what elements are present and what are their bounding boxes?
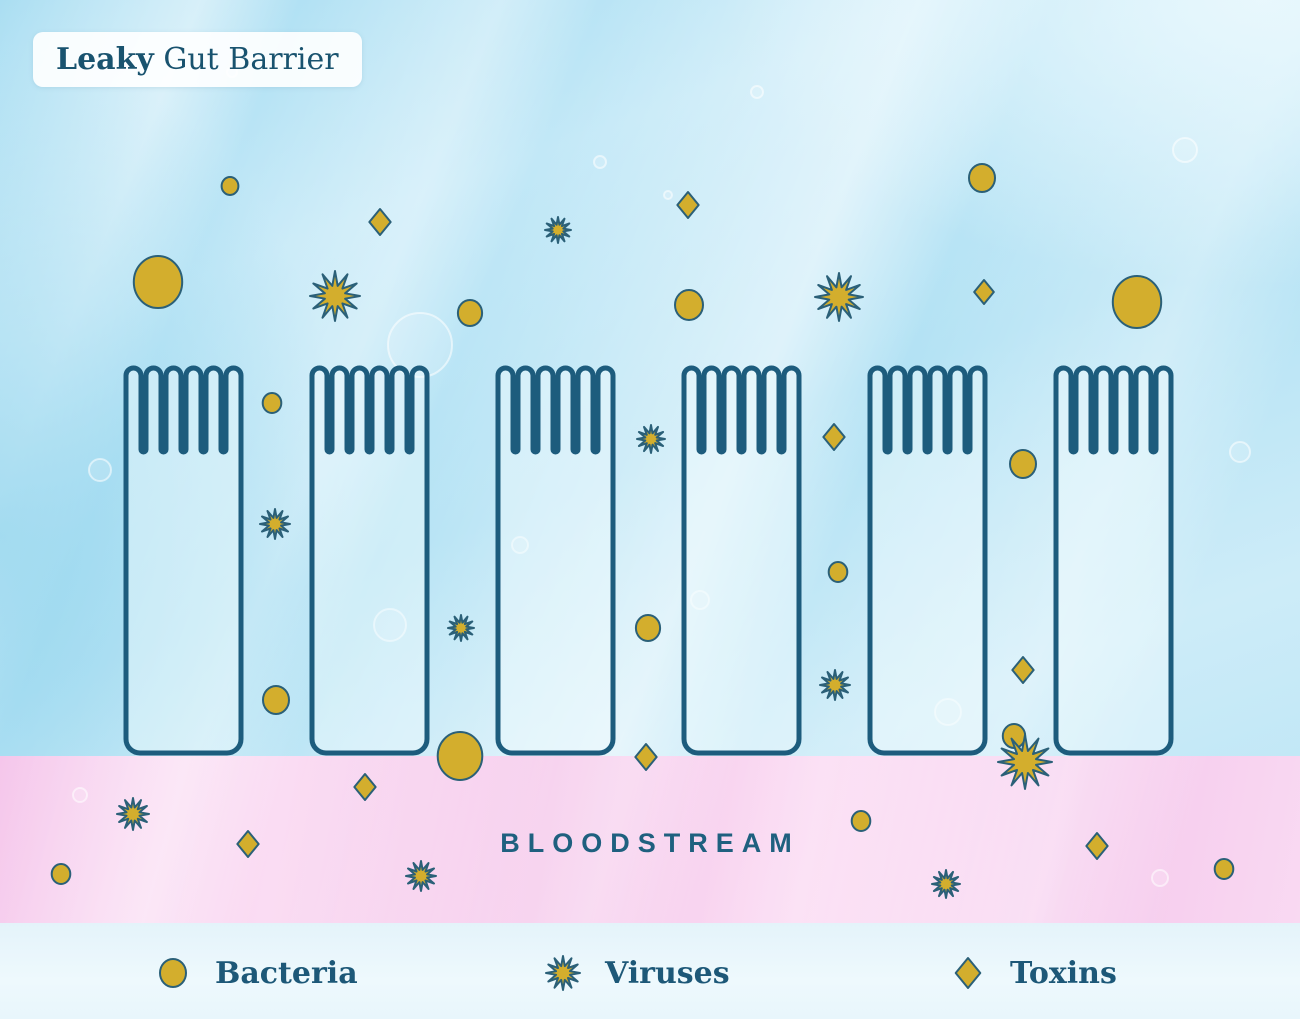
legend-label-bacteria: Bacteria (215, 955, 358, 991)
epithelial-cell (309, 365, 430, 756)
legend-item-toxins: Toxins (945, 944, 1117, 1002)
bloodstream-label: BLOODSTREAM (500, 828, 800, 858)
epithelial-cell (123, 365, 244, 756)
virus-icon (545, 955, 581, 991)
bacteria-particle (968, 163, 996, 193)
epithelial-cell (867, 365, 988, 756)
virus-particle (309, 270, 361, 322)
bacteria-particle (674, 289, 704, 321)
bacteria-particle (850, 810, 872, 832)
bacteria-particle (634, 614, 662, 642)
bacteria-particle (1111, 275, 1163, 329)
virus-particle (545, 955, 581, 991)
toxin-icon (954, 957, 982, 989)
bacteria-particle (1009, 449, 1037, 479)
bacteria-particle (262, 685, 290, 715)
toxin-particle (1085, 832, 1109, 860)
bubble-texture (1172, 137, 1198, 163)
bubble-texture (72, 787, 88, 803)
virus-particle (259, 508, 291, 540)
toxin-particle (236, 830, 260, 858)
legend-item-bacteria: Bacteria (150, 944, 358, 1002)
legend-label-viruses: Viruses (605, 955, 730, 991)
page-title: Leaky Gut Barrier (33, 32, 362, 87)
toxin-particle (822, 423, 846, 451)
bloodstream-band (0, 756, 1300, 923)
toxin-particle (973, 279, 995, 305)
title-rest-text: Gut Barrier (163, 42, 339, 77)
legend-label-toxins: Toxins (1010, 955, 1117, 991)
epithelial-cell (1053, 365, 1174, 756)
bubble-texture (934, 698, 962, 726)
bacteria-particle (827, 561, 849, 583)
virus-particle (997, 734, 1053, 790)
bubble-texture (750, 85, 764, 99)
bubble-texture (88, 458, 112, 482)
toxin-particle (1011, 656, 1035, 684)
bubble-texture (1151, 869, 1169, 887)
virus-particle (447, 614, 475, 642)
title-bold-text: Leaky (56, 42, 154, 77)
virus-particle (931, 869, 961, 899)
toxin-particle (954, 957, 982, 989)
bacteria-particle (132, 255, 184, 309)
toxin-particle (676, 191, 700, 219)
virus-particle (636, 424, 666, 454)
bacteria-particle (220, 176, 240, 196)
bacteria-particle (456, 299, 484, 327)
virus-particle (544, 216, 572, 244)
virus-particle (819, 669, 851, 701)
toxin-particle (368, 208, 392, 236)
bubble-texture (593, 155, 607, 169)
legend-item-viruses: Viruses (540, 944, 730, 1002)
virus-particle (814, 272, 864, 322)
bacteria-icon (159, 958, 187, 988)
bacteria-particle (261, 392, 283, 414)
bacteria-particle (50, 863, 72, 885)
bacteria-particle (159, 958, 187, 988)
bacteria-particle (1213, 858, 1235, 880)
toxin-particle (634, 743, 658, 771)
bubble-texture (511, 536, 529, 554)
bubble-texture (387, 312, 453, 378)
bubble-texture (373, 608, 407, 642)
bubble-texture (690, 590, 710, 610)
toxin-particle (353, 773, 377, 801)
bubble-texture (1229, 441, 1251, 463)
epithelial-cell (495, 365, 616, 756)
epithelial-cell (681, 365, 802, 756)
bubble-texture (663, 190, 673, 200)
virus-particle (405, 860, 437, 892)
legend-strip (0, 923, 1300, 1019)
bacteria-particle (436, 731, 484, 781)
virus-particle (116, 797, 150, 831)
